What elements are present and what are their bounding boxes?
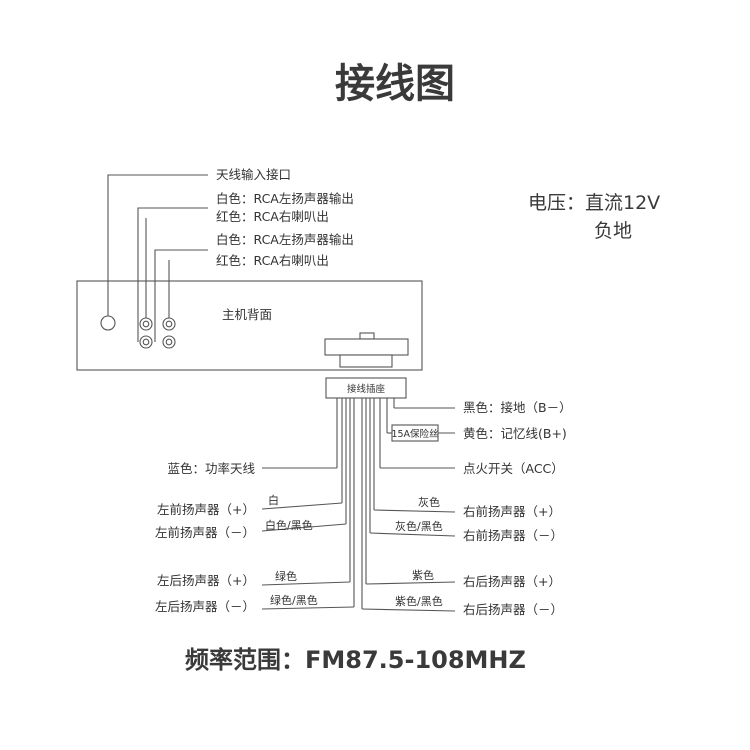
label-rf-neg: 右前扬声器（－）	[463, 528, 563, 543]
label-lf-pos: 左前扬声器（+）	[157, 502, 255, 517]
label-rca2-white: 白色：RCA左扬声器输出	[216, 232, 354, 247]
wire-color-gray-black: 灰色/黑色	[395, 519, 443, 533]
harness-label: 接线插座	[347, 383, 386, 395]
frequency-range: 频率范围：FM87.5-108MHZ	[185, 646, 526, 674]
label-power-antenna: 蓝色：功率天线	[167, 461, 255, 476]
fuse-box	[391, 424, 439, 442]
label-rca1-white: 白色：RCA左扬声器输出	[216, 191, 354, 206]
wire-color-white: 白	[268, 493, 279, 507]
fuse-label: 15A保险丝	[391, 428, 438, 440]
label-lf-neg: 左前扬声器（－）	[155, 525, 255, 540]
head-unit-label: 主机背面	[222, 307, 272, 322]
wire-color-gray: 灰色	[418, 495, 440, 509]
wire-color-purple: 紫色	[412, 568, 434, 582]
label-memory: 黄色：记忆线(B+)	[463, 426, 567, 441]
connector-top	[324, 338, 409, 356]
label-rr-neg: 右后扬声器（－）	[463, 602, 563, 617]
wire-color-white-black: 白色/黑色	[265, 518, 313, 532]
label-ground: 黑色：接地（B－）	[463, 400, 572, 415]
ground-spec: 负地	[594, 220, 632, 242]
wire-color-green-black: 绿色/黑色	[270, 593, 318, 607]
connector-bottom	[339, 354, 393, 368]
harness-wires	[261, 398, 456, 612]
label-rca2-red: 红色：RCA右喇叭出	[216, 253, 329, 268]
label-rr-pos: 右后扬声器（+）	[463, 574, 561, 589]
top-leaders	[107, 174, 208, 342]
label-lr-pos: 左后扬声器（+）	[157, 573, 255, 588]
label-rca1-red: 红色：RCA右喇叭出	[216, 209, 329, 224]
connector-tab	[359, 332, 375, 340]
antenna-jack	[100, 315, 116, 331]
page-title: 接线图	[335, 61, 455, 107]
wire-color-green: 绿色	[275, 569, 297, 583]
wire-color-purple-black: 紫色/黑色	[395, 594, 443, 608]
label-rf-pos: 右前扬声器（+）	[463, 504, 561, 519]
voltage-spec: 电压：直流12V	[528, 192, 660, 214]
label-lr-neg: 左后扬声器（－）	[155, 599, 255, 614]
label-antenna-input: 天线输入接口	[216, 167, 291, 182]
label-acc: 点火开关（ACC）	[463, 461, 564, 476]
